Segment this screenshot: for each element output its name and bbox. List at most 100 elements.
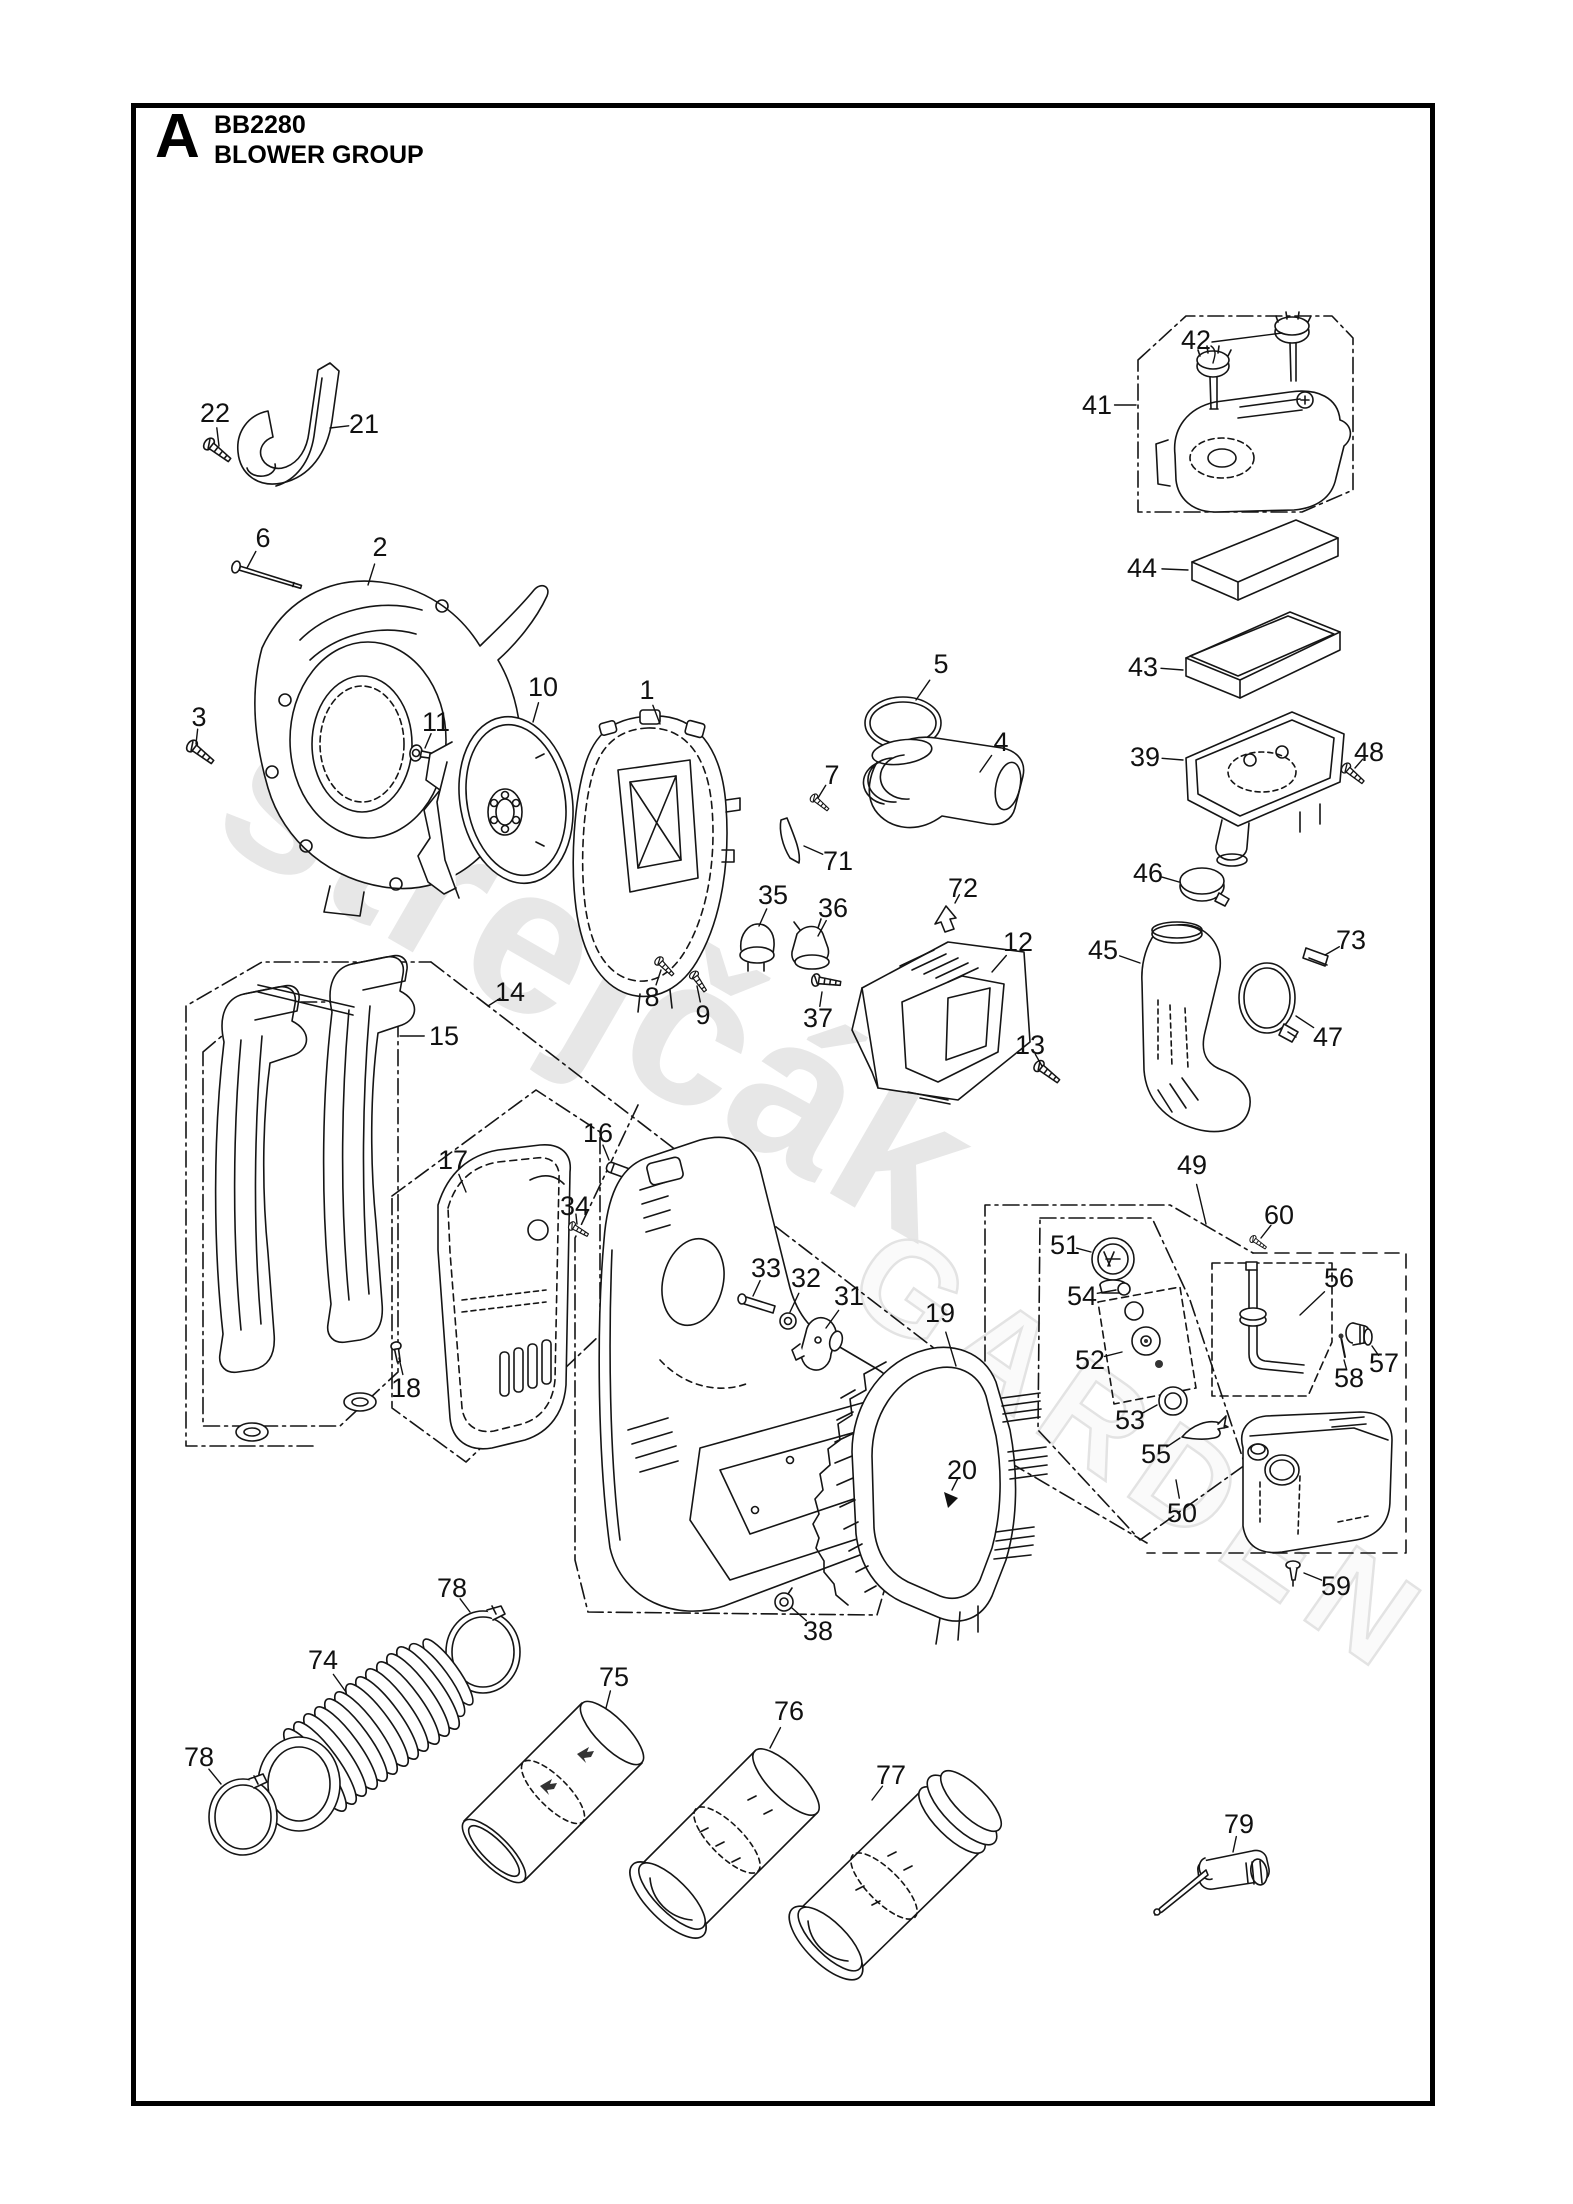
model-number: BB2280 xyxy=(214,111,306,139)
callout-42: 42 xyxy=(1181,325,1211,355)
leader-7 xyxy=(817,784,827,799)
callout-22: 22 xyxy=(200,398,230,428)
callout-54: 54 xyxy=(1067,1281,1097,1311)
part-engine-cover xyxy=(812,1346,1048,1645)
callout-76: 76 xyxy=(774,1696,804,1726)
leader-48 xyxy=(1354,758,1364,769)
callout-48: 48 xyxy=(1354,737,1384,767)
callout-13: 13 xyxy=(1015,1030,1045,1060)
callout-35: 35 xyxy=(758,880,788,910)
leader-59 xyxy=(1303,1572,1323,1581)
leader-39 xyxy=(1161,757,1184,761)
leader-10 xyxy=(532,702,540,723)
leader-38 xyxy=(791,1607,807,1622)
screw-6 xyxy=(230,560,303,590)
callout-74: 74 xyxy=(308,1645,338,1675)
box-tank-top-group xyxy=(1137,315,1354,513)
callout-60: 60 xyxy=(1264,1200,1294,1230)
box-fuel-group-inner xyxy=(1037,1217,1246,1541)
part-gasket-set-52 xyxy=(1124,1301,1163,1368)
callout-55: 55 xyxy=(1141,1439,1171,1469)
arrow-20 xyxy=(944,1492,958,1508)
part-tube-75 xyxy=(461,1700,645,1884)
callout-52: 52 xyxy=(1075,1345,1105,1375)
part-knob-31 xyxy=(791,1316,844,1371)
leader-52 xyxy=(1103,1351,1123,1358)
part-duct-45 xyxy=(1141,921,1251,1133)
part-tube-77 xyxy=(788,1769,1003,1981)
callout-18: 18 xyxy=(391,1373,421,1403)
leader-57 xyxy=(1371,1345,1380,1357)
leader-77 xyxy=(871,1785,884,1801)
part-pin-58 xyxy=(1338,1333,1346,1358)
leader-4 xyxy=(979,754,993,773)
screw-59 xyxy=(1285,1560,1301,1587)
part-filter-element xyxy=(1185,611,1341,699)
callout-32: 32 xyxy=(791,1263,821,1293)
callout-6: 6 xyxy=(255,523,270,553)
leader-73 xyxy=(1324,946,1341,956)
leader-45 xyxy=(1118,955,1141,964)
leader-43 xyxy=(1160,667,1184,671)
callout-9: 9 xyxy=(695,1000,710,1030)
callout-5: 5 xyxy=(933,649,948,679)
callout-51: 51 xyxy=(1050,1230,1080,1260)
leader-37 xyxy=(819,991,823,1007)
callout-44: 44 xyxy=(1127,553,1157,583)
callout-78: 78 xyxy=(184,1742,214,1772)
callout-3: 3 xyxy=(191,702,206,732)
part-grommet-53 xyxy=(1158,1386,1188,1416)
leader-9 xyxy=(696,985,701,1003)
callout-14: 14 xyxy=(495,977,525,1007)
callout-33: 33 xyxy=(751,1253,781,1283)
leader-76 xyxy=(769,1726,782,1749)
callout-46: 46 xyxy=(1133,858,1163,888)
callout-4: 4 xyxy=(993,727,1008,757)
callout-37: 37 xyxy=(803,1003,833,1033)
leader-33 xyxy=(752,1279,761,1297)
leader-75 xyxy=(605,1690,612,1709)
part-hook-55 xyxy=(1181,1415,1229,1440)
leader-12 xyxy=(991,954,1007,973)
part-bracket-36 xyxy=(791,918,830,970)
leader-78 xyxy=(459,1598,471,1613)
callout-10: 10 xyxy=(528,672,558,702)
leader-36 xyxy=(817,919,827,937)
leader-49 xyxy=(1195,1183,1207,1225)
leader-22 xyxy=(216,427,220,447)
callout-58: 58 xyxy=(1334,1363,1364,1393)
leader-55 xyxy=(1166,1437,1181,1448)
callout-15: 15 xyxy=(429,1021,459,1051)
part-fan xyxy=(417,715,574,899)
part-vane xyxy=(779,817,801,864)
screw-34 xyxy=(566,1219,591,1240)
callout-79: 79 xyxy=(1224,1809,1254,1839)
screw-22 xyxy=(200,435,235,466)
screw-3 xyxy=(183,737,218,768)
part-tube-76 xyxy=(629,1748,820,1939)
part-cap-35 xyxy=(739,923,775,972)
leader-19 xyxy=(945,1331,957,1367)
callout-53: 53 xyxy=(1115,1405,1145,1435)
part-backplate-pad xyxy=(437,1144,571,1450)
part-nut-38 xyxy=(774,1587,794,1612)
callout-12: 12 xyxy=(1003,927,1033,957)
callout-34: 34 xyxy=(560,1191,590,1221)
leader-5 xyxy=(915,679,931,701)
part-ring-54 xyxy=(1117,1282,1131,1296)
callout-59: 59 xyxy=(1321,1571,1351,1601)
leader-8 xyxy=(655,969,662,986)
callout-39: 39 xyxy=(1130,742,1160,772)
part-tool-79 xyxy=(1153,1849,1270,1916)
leader-44 xyxy=(1161,568,1189,571)
leader-11 xyxy=(424,733,432,749)
leader-31 xyxy=(825,1309,840,1329)
part-strap-right xyxy=(322,954,416,1412)
part-filter-pad xyxy=(1191,519,1339,601)
callout-7: 7 xyxy=(824,760,839,790)
leader-60 xyxy=(1260,1224,1272,1239)
part-knob-42a xyxy=(1196,345,1232,410)
arrow-72 xyxy=(934,905,957,933)
